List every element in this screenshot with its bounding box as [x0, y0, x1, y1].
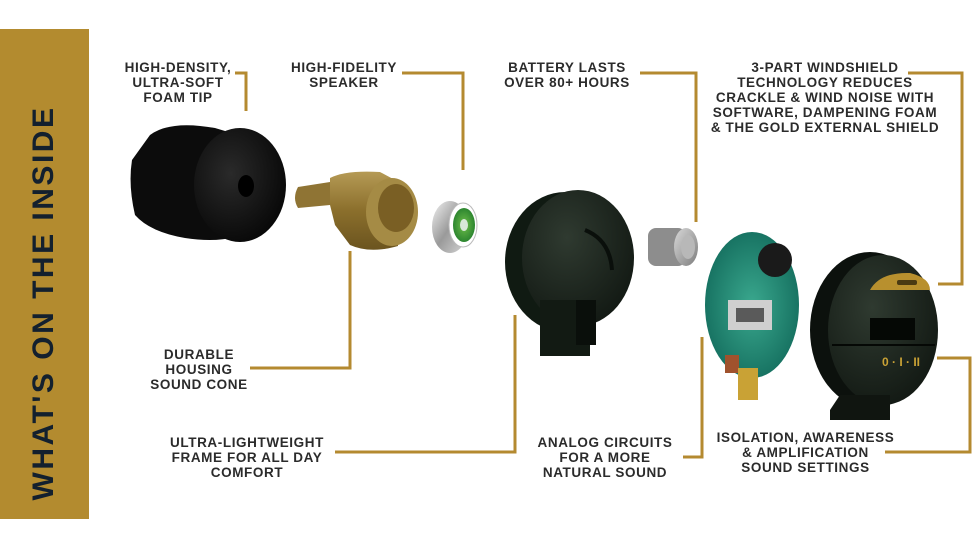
speaker-part [432, 201, 478, 253]
callout-line-settings [885, 356, 972, 454]
callout-line-circuits [683, 337, 704, 459]
label-settings: ISOLATION, AWARENESS & AMPLIFICATION SOU… [716, 430, 895, 475]
callout-line-housing [250, 251, 352, 370]
label-circuits: ANALOG CIRCUITS FOR A MORE NATURAL SOUND [537, 435, 673, 480]
label-frame: ULTRA-LIGHTWEIGHT FRAME FOR ALL DAY COMF… [170, 435, 324, 480]
side-banner: WHAT'S ON THE INSIDE [0, 29, 89, 519]
battery-part [648, 228, 698, 266]
label-windshield: 3-PART WINDSHIELD TECHNOLOGY REDUCES CRA… [710, 60, 940, 135]
callout-line-windshield [908, 71, 964, 286]
callout-line-battery [640, 71, 698, 222]
label-foam-tip: HIGH-DENSITY, ULTRA-SOFT FOAM TIP [124, 60, 232, 105]
switch-markings: 0 · I · II [882, 355, 920, 369]
callout-line-foam-tip [235, 71, 248, 111]
label-housing: DURABLE HOUSING SOUND CONE [150, 347, 248, 392]
callout-line-speaker [402, 71, 465, 170]
housing-cone-part [295, 171, 418, 250]
callout-line-frame [335, 315, 517, 454]
frame-part [505, 190, 634, 356]
circuit-board-part [705, 232, 799, 400]
foam-tip-part [130, 125, 286, 242]
label-battery: BATTERY LASTS OVER 80+ HOURS [504, 60, 630, 90]
outer-shield-part: 0 · I · II [810, 252, 938, 420]
label-speaker: HIGH-FIDELITY SPEAKER [290, 60, 398, 90]
